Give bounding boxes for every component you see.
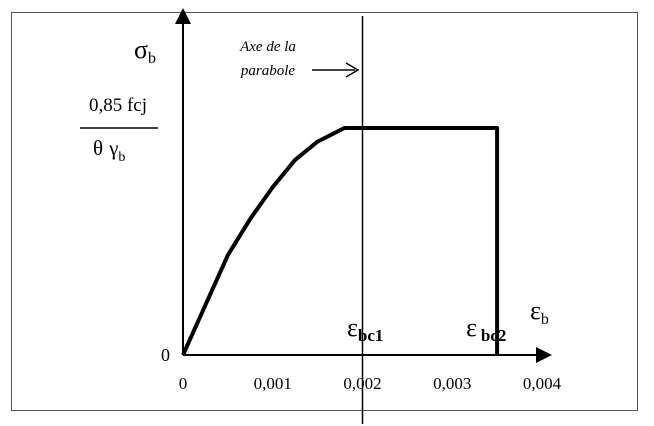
x-axis-label: εb <box>530 296 549 328</box>
x-axis-label-main: ε <box>530 296 541 325</box>
x-axis-label-sub: b <box>541 311 549 328</box>
marker-bc2-main: ε <box>466 313 477 342</box>
x-tick-label: 0 <box>179 374 188 393</box>
y-axis-label-sub: b <box>148 50 156 67</box>
y-level-numerator: 0,85 fcj <box>89 95 147 116</box>
y-axis-label-main: σ <box>134 35 148 64</box>
x-axis-arrow <box>536 347 552 363</box>
denominator-gamma: γ <box>108 136 118 160</box>
y-axis-label: σb <box>134 35 156 67</box>
figure-frame <box>11 12 638 411</box>
x-tick-labels: 0 0,001 0,002 0,003 0,004 <box>179 374 562 393</box>
marker-bc1-main: ε <box>347 313 358 342</box>
x-tick-label: 0,003 <box>433 374 471 393</box>
x-tick-label: 0,004 <box>523 374 562 393</box>
marker-bc1: εbc1 <box>347 313 383 345</box>
annotation-arrow-head <box>345 62 360 78</box>
denominator-theta: θ <box>93 136 103 160</box>
stress-strain-curve <box>181 126 500 356</box>
x-tick-label: 0,001 <box>254 374 292 393</box>
annotation-line1: Axe de la <box>239 39 296 55</box>
y-origin-label: 0 <box>161 345 170 365</box>
annotation-line2: parabole <box>240 63 296 79</box>
marker-bc2-sub: bc2 <box>481 326 507 345</box>
marker-bc1-sub: bc1 <box>358 326 384 345</box>
y-axis-arrow <box>175 8 191 24</box>
denominator-sub: b <box>118 150 125 165</box>
x-tick-label: 0,002 <box>343 374 381 393</box>
